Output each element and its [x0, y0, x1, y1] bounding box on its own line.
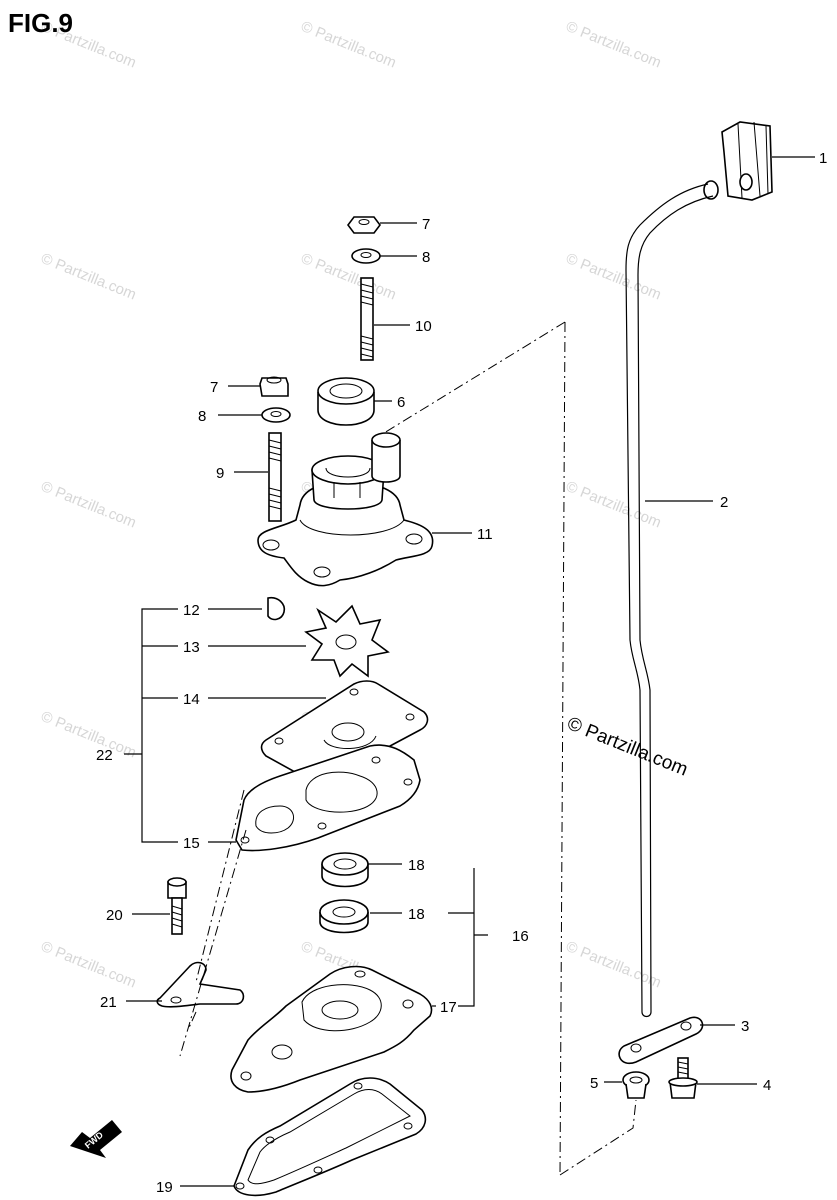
part-15-gasket[interactable] [235, 744, 421, 852]
kit-16-bracket [448, 868, 488, 1007]
part-11-pump-case[interactable] [257, 432, 434, 587]
kit-22-bracket [124, 608, 178, 843]
callout-10: 10 [415, 318, 432, 335]
callout-22: 22 [96, 747, 113, 764]
part-20-bolt[interactable] [167, 877, 187, 935]
part-19-gasket[interactable] [233, 1077, 427, 1197]
part-17-lower-case[interactable] [230, 965, 433, 1093]
callout-3: 3 [741, 1018, 749, 1035]
part-7-nut-left[interactable] [259, 376, 289, 397]
callout-2: 2 [720, 494, 728, 511]
part-18-bearing-upper[interactable] [321, 852, 369, 888]
part-10-stud[interactable] [360, 277, 374, 361]
callout-8-top: 8 [422, 249, 430, 266]
watermark-main: © Partzilla.com [564, 713, 691, 780]
alignment-line [559, 321, 566, 1176]
callout-9: 9 [216, 465, 224, 482]
callout-12: 12 [183, 602, 200, 619]
callout-18-upper: 18 [408, 857, 425, 874]
part-5-seal[interactable] [622, 1071, 650, 1099]
callout-13: 13 [183, 639, 200, 656]
callout-20: 20 [106, 907, 123, 924]
callout-5: 5 [590, 1075, 598, 1092]
fwd-arrow-icon: FWD [70, 1120, 122, 1158]
watermark: © Partzilla.com [299, 18, 399, 72]
part-8-washer-left[interactable] [261, 407, 291, 423]
callout-11: 11 [477, 526, 493, 543]
watermark: © Partzilla.com [564, 18, 664, 72]
watermark: © Partzilla.com [39, 250, 139, 304]
part-8-washer-top[interactable] [351, 248, 381, 264]
callout-16: 16 [512, 928, 529, 945]
callout-19: 19 [156, 1179, 173, 1196]
alignment-line [559, 1099, 637, 1176]
part-3-plate[interactable] [618, 1016, 704, 1065]
part-13-impeller[interactable] [304, 604, 390, 678]
alignment-line [179, 789, 247, 1057]
part-6-seal[interactable] [317, 377, 375, 426]
part-7-nut-top[interactable] [347, 216, 381, 234]
part-18-bearing-lower[interactable] [319, 899, 369, 934]
watermark: © Partzilla.com [39, 938, 139, 992]
part-12-key[interactable] [267, 596, 286, 621]
watermark: © Partzilla.com [39, 708, 139, 762]
watermark: © Partzilla.com [564, 250, 664, 304]
part-1-grommet[interactable] [703, 121, 773, 201]
part-9-stud[interactable] [268, 432, 282, 522]
callout-7-left: 7 [210, 379, 218, 396]
part-14-plate[interactable] [260, 680, 429, 782]
callout-1: 1 [819, 150, 827, 167]
part-2-water-tube[interactable] [625, 183, 714, 1018]
callout-15: 15 [183, 835, 200, 852]
figure-title: FIG.9 [8, 8, 73, 38]
watermark: © Partzilla.com [564, 478, 664, 532]
callout-4: 4 [763, 1077, 771, 1094]
callout-18-lower: 18 [408, 906, 425, 923]
watermark: © Partzilla.com [564, 938, 664, 992]
watermark: © Partzilla.com [299, 250, 399, 304]
callout-6: 6 [397, 394, 405, 411]
callout-7-top: 7 [422, 216, 430, 233]
callout-8-left: 8 [198, 408, 206, 425]
callout-21: 21 [100, 994, 117, 1011]
alignment-line [383, 321, 566, 434]
part-4-bolt[interactable] [668, 1057, 698, 1099]
callout-17: 17 [440, 999, 457, 1016]
callout-14: 14 [183, 691, 200, 708]
watermark: © Partzilla.com [39, 478, 139, 532]
